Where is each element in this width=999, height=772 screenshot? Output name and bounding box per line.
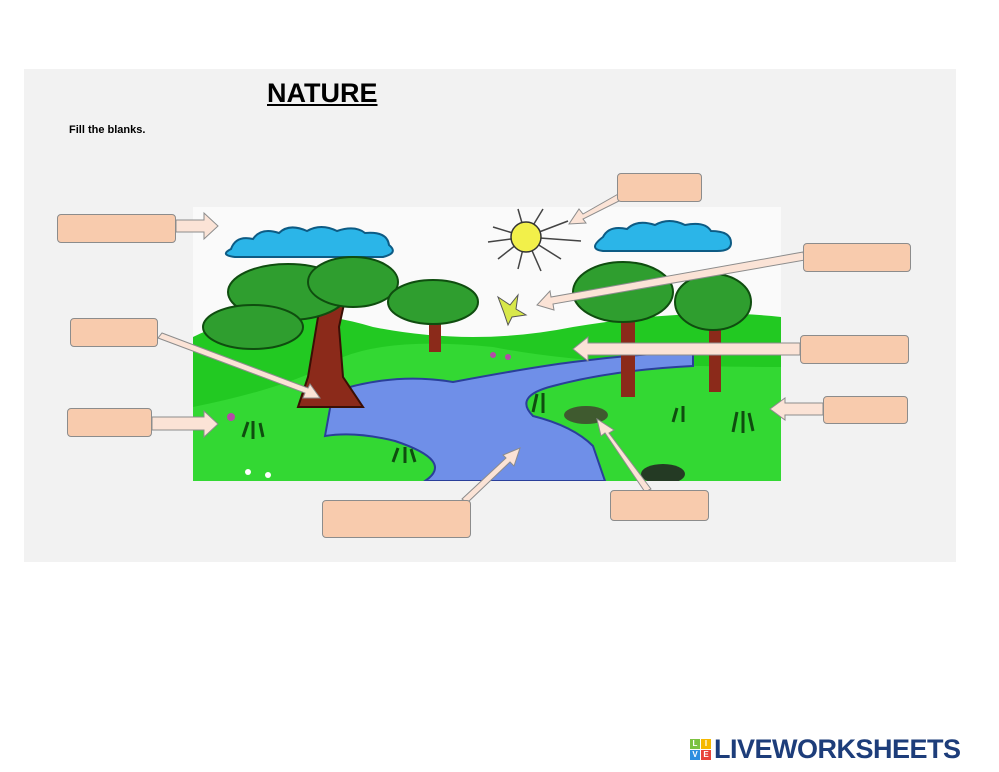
sun <box>487 208 582 272</box>
cloud-left <box>224 226 394 258</box>
liveworksheets-logo: L I V E LIVEWORKSHEETS <box>690 734 961 765</box>
tree-middle <box>387 279 479 352</box>
logo-tiles-icon: L I V E <box>690 739 711 760</box>
bird <box>496 293 528 327</box>
rock <box>564 406 608 424</box>
logo-text: LIVEWORKSHEETS <box>714 734 961 764</box>
blank-bird[interactable] <box>803 243 911 272</box>
page-title: NATURE <box>267 78 378 108</box>
cloud-right <box>594 220 733 252</box>
blank-river[interactable] <box>322 500 471 538</box>
blank-flowers[interactable] <box>67 408 152 437</box>
plants <box>241 393 755 463</box>
blank-plants[interactable] <box>800 335 909 364</box>
blank-clouds[interactable] <box>57 214 176 243</box>
blank-rock[interactable] <box>610 490 709 521</box>
nature-scene-image <box>193 207 781 481</box>
flowers <box>227 352 511 478</box>
instructions: Fill the blanks. <box>69 124 146 136</box>
blank-tree[interactable] <box>70 318 158 347</box>
blank-grass[interactable] <box>823 396 908 424</box>
blank-sun[interactable] <box>617 173 702 202</box>
